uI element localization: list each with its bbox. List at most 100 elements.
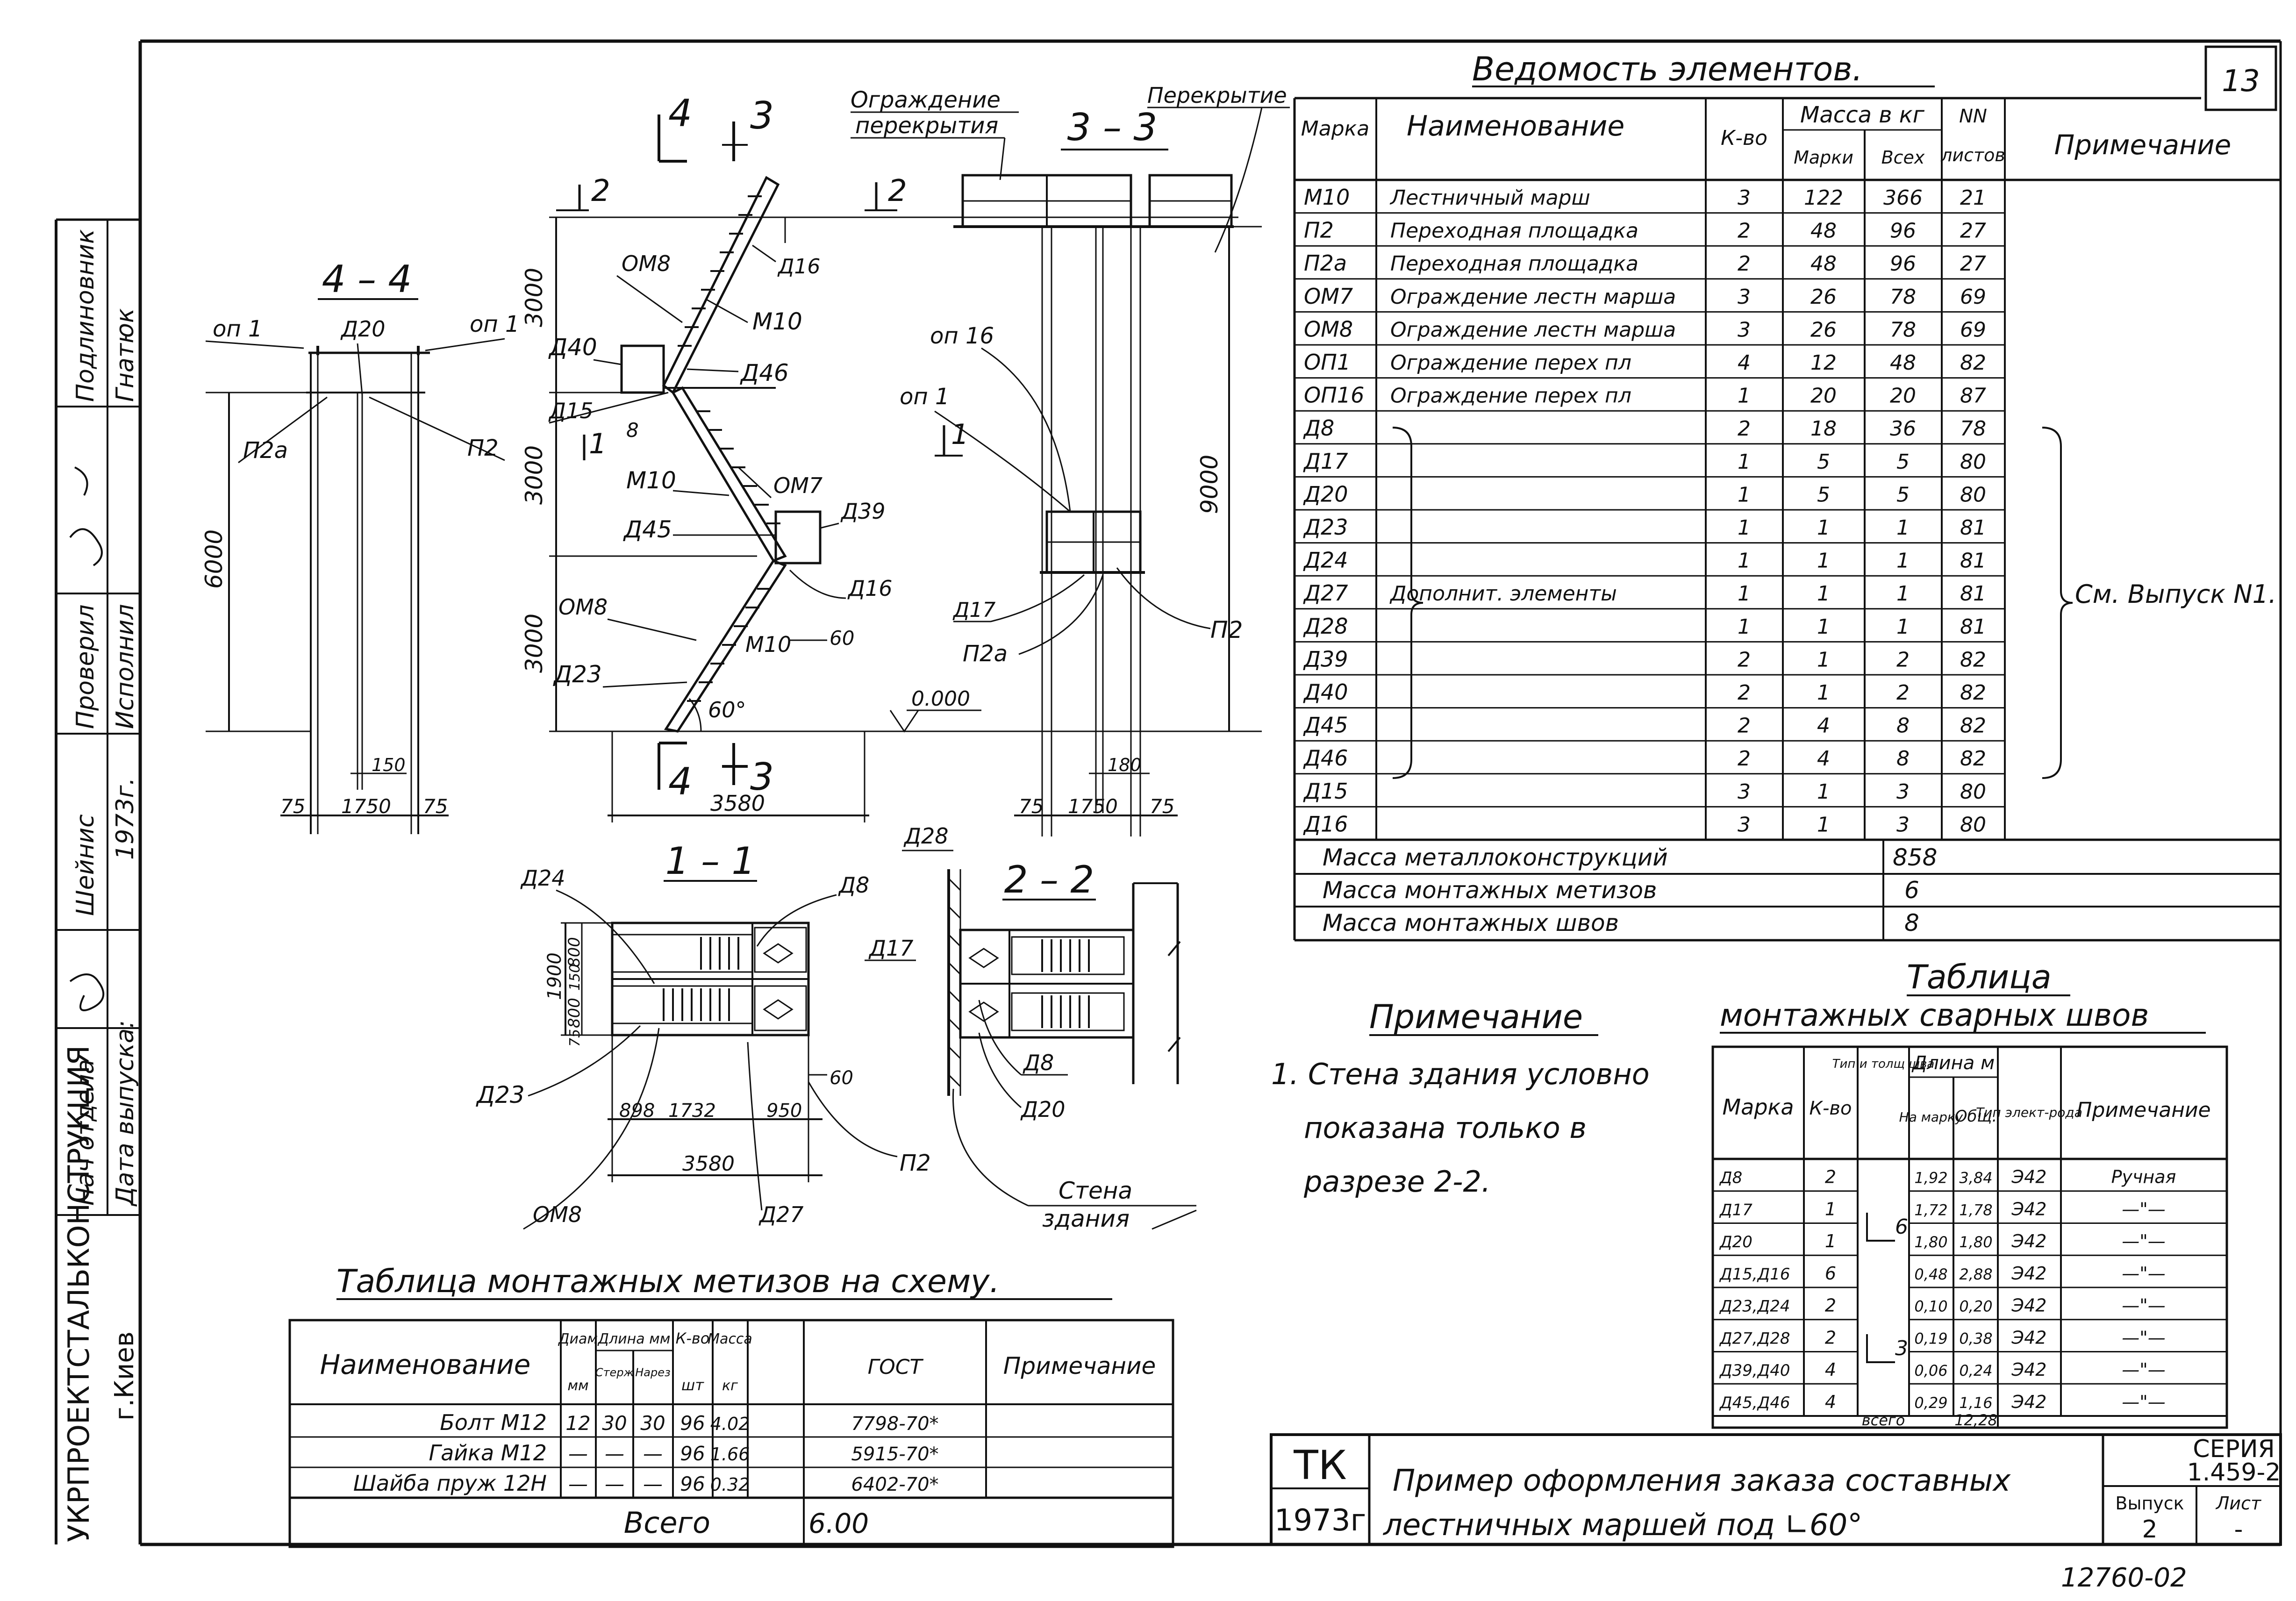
dim-950: 950: [766, 1100, 802, 1122]
sheet-frame: [138, 39, 2282, 1546]
elements-row-mark: Д39: [1303, 646, 1348, 672]
elements-row-mass-unit: 4: [1817, 747, 1830, 771]
elements-row-sheet: 82: [1960, 648, 1986, 672]
welds-row-len-one: 0,06: [1914, 1362, 1947, 1379]
total-value-hardware: 6: [1904, 877, 1919, 904]
lbl-om7: ОМ7: [773, 473, 823, 498]
general-note: Примечание 1. Стена здания условно показ…: [1271, 998, 1650, 1199]
dim-3580-11: 3580: [682, 1152, 735, 1176]
hardware-row-thread: —: [643, 1472, 663, 1495]
hardware-header-name: Наименование: [320, 1349, 531, 1380]
welds-row-len-one: 1,72: [1914, 1201, 1947, 1219]
welds-row-mark: Д27,Д28: [1719, 1329, 1790, 1348]
elements-row-mark: Д8: [1303, 415, 1334, 441]
dim-3000-bot: 3000: [521, 614, 548, 673]
elements-row-mark: Д15: [1303, 779, 1348, 804]
stamp-role-nach-otdela: Нач отдела: [72, 1059, 100, 1206]
elements-row-mass-total: 1: [1896, 582, 1910, 606]
left-brace: [1392, 427, 1423, 779]
lbl-d8-22: Д8: [1023, 1050, 1054, 1075]
welds-row-len-one: 0,29: [1914, 1394, 1947, 1412]
left-stamp: Подлиновник Гнатюк Проверил Исполнил Шей…: [55, 218, 140, 1544]
elements-row-sheet: 81: [1960, 615, 1986, 639]
elements-row-name: Переходная площадка: [1390, 219, 1638, 243]
stamp-role-sheynis: Шейнис: [72, 814, 100, 916]
lbl-p2-11: П2: [900, 1150, 931, 1176]
elements-row-sheet: 82: [1960, 351, 1986, 375]
elements-row-mass-unit: 12: [1810, 351, 1837, 375]
elements-row-mark: Д46: [1303, 745, 1348, 771]
elements-row-sheet: 78: [1960, 417, 1986, 441]
right-brace: [2042, 427, 2073, 779]
cut-2-left: 2: [591, 174, 610, 208]
welds-row-mark: Д45,Д46: [1719, 1394, 1790, 1412]
sec-22-title: 2 – 2: [1004, 858, 1094, 901]
welds-row-note: —"—: [2122, 1392, 2165, 1412]
elements-row-mass-total: 5: [1896, 450, 1910, 474]
lbl-m10-top: М10: [752, 308, 802, 335]
lbl-d17-11: Д17: [868, 936, 913, 961]
elements-row-sheet: 27: [1960, 219, 1986, 243]
dim-3000-top: 3000: [521, 268, 548, 327]
welds-table: Таблица монтажных сварных швов Марка К-в…: [1711, 958, 2228, 1429]
welds-row-len-total: 1,16: [1959, 1394, 1992, 1412]
welds-title-2: монтажных сварных швов: [1720, 997, 2149, 1033]
elements-row-mark: Д16: [1303, 811, 1348, 836]
weld-symbol-a: [1866, 1213, 1895, 1242]
hardware-header-mass: Масса: [708, 1331, 752, 1347]
hardware-row-gost: 6402-70*: [851, 1474, 938, 1495]
elements-row-qty: 2: [1738, 714, 1751, 738]
elements-row-mass-unit: 5: [1817, 450, 1830, 474]
elements-row-qty: 3: [1738, 813, 1751, 836]
section-2-2: 2 – 2 Д8 Д20 Стена здания: [947, 858, 1197, 1232]
elements-row-mass-total: 1: [1896, 516, 1910, 540]
lbl-d17-33: Д17: [952, 598, 995, 622]
welds-header-mark: Марка: [1722, 1094, 1794, 1120]
elements-header-mark: Марка: [1301, 117, 1369, 141]
elements-row-mass-unit: 48: [1810, 252, 1837, 276]
elements-row-mass-unit: 1: [1817, 516, 1830, 540]
tb-title-line-1: Пример оформления заказа составных: [1393, 1464, 2011, 1498]
hardware-row-qty: 96: [680, 1442, 705, 1465]
cut-3-bottom: 3: [750, 755, 774, 799]
hardware-header-qty-unit: шт: [681, 1376, 704, 1394]
dim-800-top: 800: [565, 937, 584, 967]
dim-1900: 1900: [544, 952, 565, 1000]
sheet-number-box: 13: [2204, 45, 2277, 111]
elements-header-name: Наименование: [1407, 110, 1624, 143]
welds-row-len-one: 1,80: [1914, 1233, 1947, 1251]
tb-title-line-2: лестничных маршей под ∟60°: [1382, 1508, 1862, 1543]
elements-header-sheets-top: NN: [1959, 106, 1987, 127]
elements-row-mass-total: 366: [1883, 186, 1923, 210]
elements-row-sheet: 27: [1960, 252, 1986, 276]
elements-row-qty: 4: [1738, 351, 1751, 375]
welds-row-mark: Д23,Д24: [1719, 1297, 1790, 1316]
welds-header-qty: К-во: [1810, 1098, 1852, 1119]
elements-row-sheet: 80: [1960, 780, 1986, 804]
stamp-role-data-vypuska: Дата выпуска:: [111, 1020, 139, 1207]
dim-75-33r: 75: [1150, 795, 1174, 818]
hardware-header-mass-unit: кг: [722, 1378, 738, 1394]
cut-3-top: 3: [750, 94, 774, 137]
elements-row-mass-total: 78: [1890, 285, 1916, 309]
weld-type-a: 6: [1895, 1215, 1908, 1239]
elements-row-qty: 1: [1738, 516, 1751, 540]
dim-1750-33: 1750: [1068, 795, 1118, 818]
hardware-header-len: Длина мм: [597, 1331, 671, 1347]
dim-1750-left: 1750: [341, 795, 391, 818]
welds-row-note: —"—: [2122, 1199, 2165, 1219]
lbl-d24: Д24: [520, 865, 565, 891]
lbl-p2-44: П2: [467, 435, 499, 461]
lbl-d15: Д15: [548, 398, 593, 423]
lbl-p2-33: П2: [1210, 616, 1243, 643]
elements-row-name: Ограждение лестн марша: [1390, 318, 1676, 342]
elements-row-mass-total: 96: [1890, 219, 1916, 243]
elements-row-qty: 1: [1738, 384, 1751, 408]
elements-row-mark: Д40: [1303, 679, 1348, 705]
welds-row-note: —"—: [2122, 1359, 2165, 1380]
tb-series-label: СЕРИЯ: [2193, 1435, 2275, 1463]
elements-row-name: Ограждение лестн марша: [1390, 285, 1676, 309]
elements-header-mass-total: Всех: [1881, 147, 1925, 168]
tb-sheet-label: Лист: [2215, 1493, 2262, 1514]
elements-row-mass-total: 78: [1890, 318, 1916, 342]
